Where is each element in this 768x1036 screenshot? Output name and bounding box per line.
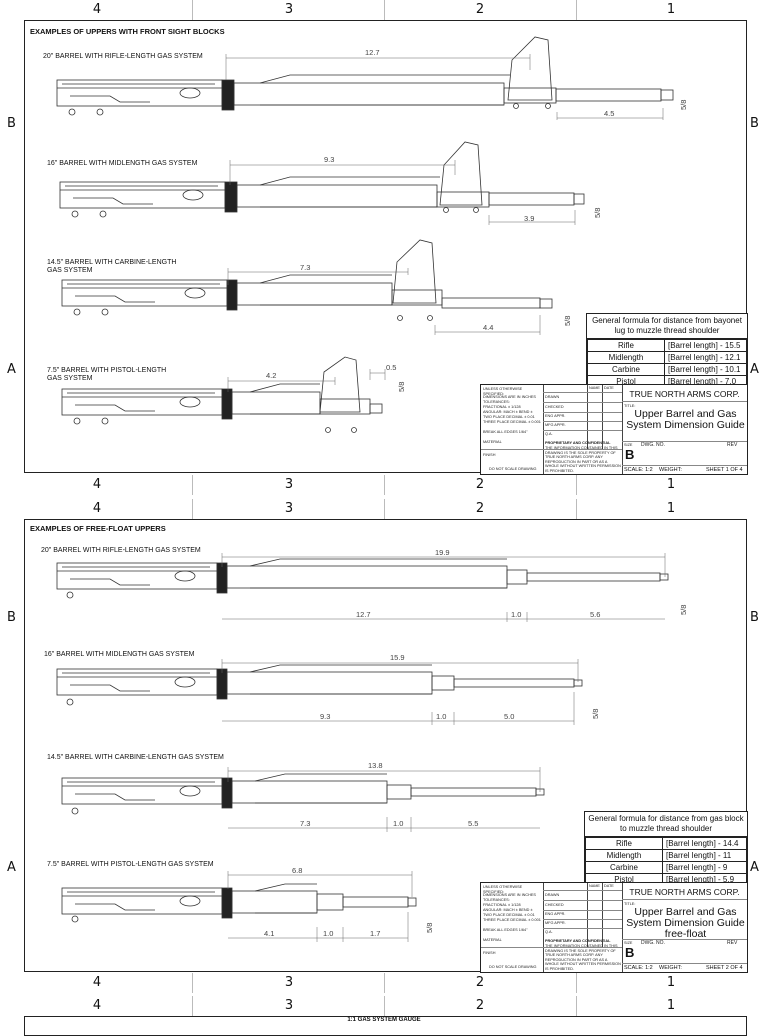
sheet-3-zone-row: 4 3 2 1 xyxy=(0,996,768,1016)
formula-row: Carbine[Barrel length] - 9 xyxy=(585,861,747,874)
upper-label: 20" BARREL WITH RIFLE-LENGTH GAS SYSTEM xyxy=(41,547,201,554)
dimension-label: 9.3 xyxy=(324,155,334,164)
formula-row: Midlength[Barrel length] - 12.1 xyxy=(587,351,747,364)
dimension-label: 7.3 xyxy=(300,263,310,272)
zone-col-label: 3 xyxy=(284,2,294,17)
upper-label: 14.5" BARREL WITH CARBINE-LENGTH GAS SYS… xyxy=(47,754,224,761)
formula-row: Rifle[Barrel length] - 15.5 xyxy=(587,339,747,352)
formula-rows: Rifle[Barrel length] - 15.5 Midlength[Ba… xyxy=(587,339,747,388)
sheet-3-header: 1:1 GAS SYSTEM GAUGE xyxy=(347,1017,421,1023)
upper-receiver-drawing xyxy=(56,36,674,116)
zone-row-label: B xyxy=(7,116,16,131)
dimension-label: 5/8 xyxy=(679,100,688,110)
dimension-label: 6.8 xyxy=(292,866,302,875)
dimension-label: 7.3 xyxy=(300,819,310,828)
upper-receiver-drawing xyxy=(56,664,583,706)
sheet-2: 4 3 2 1 B B A A EXAMPLES OF FREE-FLOAT U… xyxy=(0,497,768,997)
formula-row: Rifle[Barrel length] - 14.4 xyxy=(585,837,747,850)
drawing-title: Upper Barrel and Gas System Dimension Gu… xyxy=(626,906,745,940)
dimension-label: 13.8 xyxy=(368,761,383,770)
dimension-label: 5/8 xyxy=(425,923,434,933)
dimension-label: 5/8 xyxy=(397,382,406,392)
zone-row-bottom: 4 3 2 1 xyxy=(0,973,768,993)
dimension-label: 4.5 xyxy=(604,109,614,118)
upper-receiver-drawing xyxy=(61,356,383,433)
dimension-label: 9.3 xyxy=(320,712,330,721)
zone-col-label: 1 xyxy=(666,2,676,17)
sheet-1: 4 3 2 1 B B A A EXAMPLES OF UPPERS WITH … xyxy=(0,0,768,497)
dimension-label: 4.4 xyxy=(483,323,493,332)
sheet-1-drawing: 12.7 4.5 5/8 9.3 3.9 5/8 7.3 4.4 5/8 4.2… xyxy=(56,36,688,433)
weight: WEIGHT: xyxy=(659,467,682,473)
zone-row-label: A xyxy=(7,362,16,377)
sheet-header: EXAMPLES OF UPPERS WITH FRONT SIGHT BLOC… xyxy=(30,27,225,36)
scale: SCALE: 1:2 xyxy=(624,467,653,473)
sheet-number: SHEET 2 OF 4 xyxy=(706,965,743,971)
formula-title: General formula for distance from bayone… xyxy=(587,314,747,339)
dimension-label: 1.0 xyxy=(511,610,521,619)
formula-row: Carbine[Barrel length] - 10.1 xyxy=(587,363,747,376)
dimension-label: 1.0 xyxy=(436,712,446,721)
dimension-label: 4.2 xyxy=(266,371,276,380)
sheet-size: B xyxy=(625,447,635,462)
zone-row-bottom: 4 3 2 1 xyxy=(0,475,768,495)
upper-receiver-drawing xyxy=(56,558,669,599)
upper-receiver-drawing xyxy=(61,773,545,815)
title-block: UNLESS OTHERWISE SPECIFIED: DIMENSIONS A… xyxy=(480,882,748,973)
dimension-label: 0.5 xyxy=(386,363,396,372)
dimension-label: 5.0 xyxy=(504,712,514,721)
zone-row-label: B xyxy=(750,116,759,131)
dimension-label: 5/8 xyxy=(679,605,688,615)
upper-receiver-drawing xyxy=(59,141,585,218)
upper-label: 16" BARREL WITH MIDLENGTH GAS SYSTEM xyxy=(44,651,195,658)
dimension-label: 5.5 xyxy=(468,819,478,828)
dimension-label: 5.6 xyxy=(590,610,600,619)
zone-col-label: 2 xyxy=(475,2,485,17)
dimension-label: 5/8 xyxy=(593,208,602,218)
sheet-number: SHEET 1 OF 4 xyxy=(706,467,743,473)
dimension-label: 4.1 xyxy=(264,929,274,938)
formula-table: General formula for distance from bayone… xyxy=(586,313,748,389)
drawing-title: Upper Barrel and Gas System Dimension Gu… xyxy=(626,408,745,431)
dimension-label: 1.7 xyxy=(370,929,380,938)
formula-table: General formula for distance from gas bl… xyxy=(584,811,748,887)
sheet-header: EXAMPLES OF FREE-FLOAT UPPERS xyxy=(30,524,166,533)
zone-row-top: 4 3 2 1 xyxy=(0,0,768,20)
upper-label: 14.5" BARREL WITH CARBINE-LENGTH GAS SYS… xyxy=(47,259,177,274)
formula-rows: Rifle[Barrel length] - 14.4 Midlength[Ba… xyxy=(585,837,747,886)
weight: WEIGHT: xyxy=(659,965,682,971)
dimension-label: 1.0 xyxy=(323,929,333,938)
scale: SCALE: 1:2 xyxy=(624,965,653,971)
dimension-label: 15.9 xyxy=(390,653,405,662)
drawing-frame xyxy=(24,20,747,473)
formula-row: Midlength[Barrel length] - 11 xyxy=(585,849,747,862)
dimension-label: 12.7 xyxy=(365,48,380,57)
zone-row-top: 4 3 2 1 xyxy=(0,499,768,519)
sheet-size: B xyxy=(625,945,635,960)
zone-col-label: 4 xyxy=(92,2,102,17)
dimension-label: 5/8 xyxy=(563,316,572,326)
dimension-label: 5/8 xyxy=(591,709,600,719)
dimension-label: 3.9 xyxy=(524,214,534,223)
sheet-2-drawing: 19.9 12.7 1.0 5.6 5/8 15.9 9.3 1.0 5.0 5… xyxy=(56,548,688,942)
dimension-label: 1.0 xyxy=(393,819,403,828)
upper-label: 7.5" BARREL WITH PISTOL-LENGTH GAS SYSTE… xyxy=(47,861,214,868)
upper-label: 20" BARREL WITH RIFLE-LENGTH GAS SYSTEM xyxy=(43,53,203,60)
zone-row-label: A xyxy=(750,362,759,377)
title-block: UNLESS OTHERWISE SPECIFIED: DIMENSIONS A… xyxy=(480,384,748,475)
dimension-label: 19.9 xyxy=(435,548,450,557)
upper-label: 16" BARREL WITH MIDLENGTH GAS SYSTEM xyxy=(47,160,198,167)
upper-receiver-drawing xyxy=(61,239,553,321)
company-name: TRUE NORTH ARMS CORP. xyxy=(629,389,740,399)
drawing-frame xyxy=(24,519,747,972)
upper-label: 7.5" BARREL WITH PISTOL-LENGTH GAS SYSTE… xyxy=(47,367,167,382)
upper-receiver-drawing xyxy=(61,883,417,923)
company-name: TRUE NORTH ARMS CORP. xyxy=(629,887,740,897)
dimension-label: 12.7 xyxy=(356,610,371,619)
formula-title: General formula for distance from gas bl… xyxy=(585,812,747,837)
